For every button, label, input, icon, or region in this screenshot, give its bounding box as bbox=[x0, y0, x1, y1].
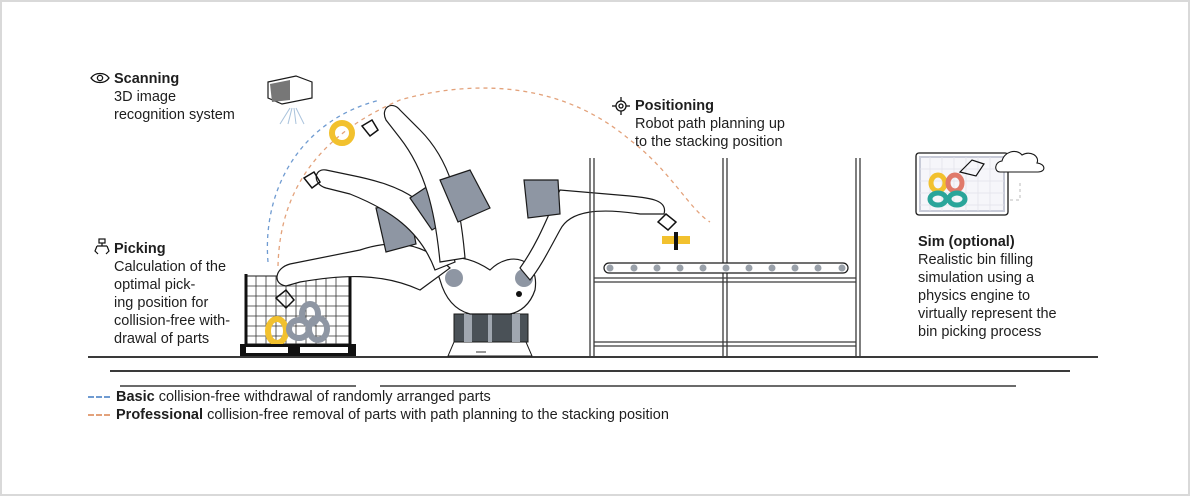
basic-path-line bbox=[266, 99, 381, 263]
floor bbox=[88, 356, 1098, 387]
professional-dash-swatch bbox=[88, 414, 110, 417]
scanning-block: Scanning 3D image recognition system bbox=[90, 70, 235, 124]
cloud-icon bbox=[995, 150, 1045, 173]
sim-desc-line: Realistic bin filling bbox=[918, 252, 1034, 268]
legend-item-basic: Basic collision-free withdrawal of rando… bbox=[88, 388, 491, 406]
3d-scanner-device bbox=[267, 75, 313, 125]
sim-title: Sim (optional) bbox=[918, 234, 1015, 250]
picking-desc-line: Calculation of the bbox=[114, 259, 227, 275]
legend-text: collision-free removal of parts with pat… bbox=[207, 407, 669, 423]
robot-grippers bbox=[274, 118, 678, 310]
legend-text: collision-free withdrawal of randomly ar… bbox=[158, 389, 491, 405]
picking-title: Picking bbox=[114, 241, 166, 257]
scanning-title: Scanning bbox=[114, 71, 180, 87]
sim-desc-line: simulation using a bbox=[918, 270, 1035, 286]
target-crosshair-icon bbox=[612, 97, 630, 115]
sim-desc-line: physics engine to bbox=[918, 288, 1031, 304]
legend-key: Professional bbox=[116, 407, 204, 423]
picking-desc-line: optimal pick- bbox=[114, 277, 196, 293]
positioning-desc-line: Robot path planning up bbox=[635, 116, 785, 132]
shelving-rack bbox=[589, 158, 861, 357]
simulation-screen bbox=[915, 152, 1021, 216]
conveyor-belt bbox=[603, 262, 849, 274]
positioning-desc-line: to the stacking position bbox=[635, 134, 783, 150]
robot-arm-right bbox=[519, 179, 690, 281]
sim-block: Sim (optional) Realistic bin filling sim… bbox=[918, 233, 1057, 341]
scanning-desc-line: 3D image bbox=[114, 89, 177, 105]
positioning-block: Positioning Robot path planning up to th… bbox=[612, 97, 785, 151]
robot-base bbox=[447, 313, 533, 357]
picking-desc-line: drawal of parts bbox=[114, 331, 210, 347]
parts-bin bbox=[240, 274, 356, 356]
picking-desc-line: collision-free with- bbox=[114, 313, 231, 329]
scanning-desc-line: recognition system bbox=[114, 107, 235, 123]
part-gray-ring bbox=[299, 301, 321, 327]
basic-dash-swatch bbox=[88, 396, 110, 399]
professional-path-line bbox=[277, 87, 711, 267]
picking-block: Picking Calculation of the optimal pick-… bbox=[94, 238, 231, 348]
sim-desc-line: bin picking process bbox=[918, 324, 1042, 340]
part-yellow-gripped bbox=[329, 120, 355, 146]
legend-item-professional: Professional collision-free removal of p… bbox=[88, 406, 669, 424]
gripper-icon bbox=[94, 238, 110, 255]
positioning-title: Positioning bbox=[635, 98, 714, 114]
robot-arm-left-poses bbox=[276, 105, 491, 291]
part-yellow-ring bbox=[265, 316, 289, 346]
picking-desc-line: ing position for bbox=[114, 295, 209, 311]
legend-key: Basic bbox=[116, 389, 155, 405]
sim-desc-line: virtually represent the bbox=[918, 306, 1057, 322]
eye-icon bbox=[90, 72, 110, 84]
